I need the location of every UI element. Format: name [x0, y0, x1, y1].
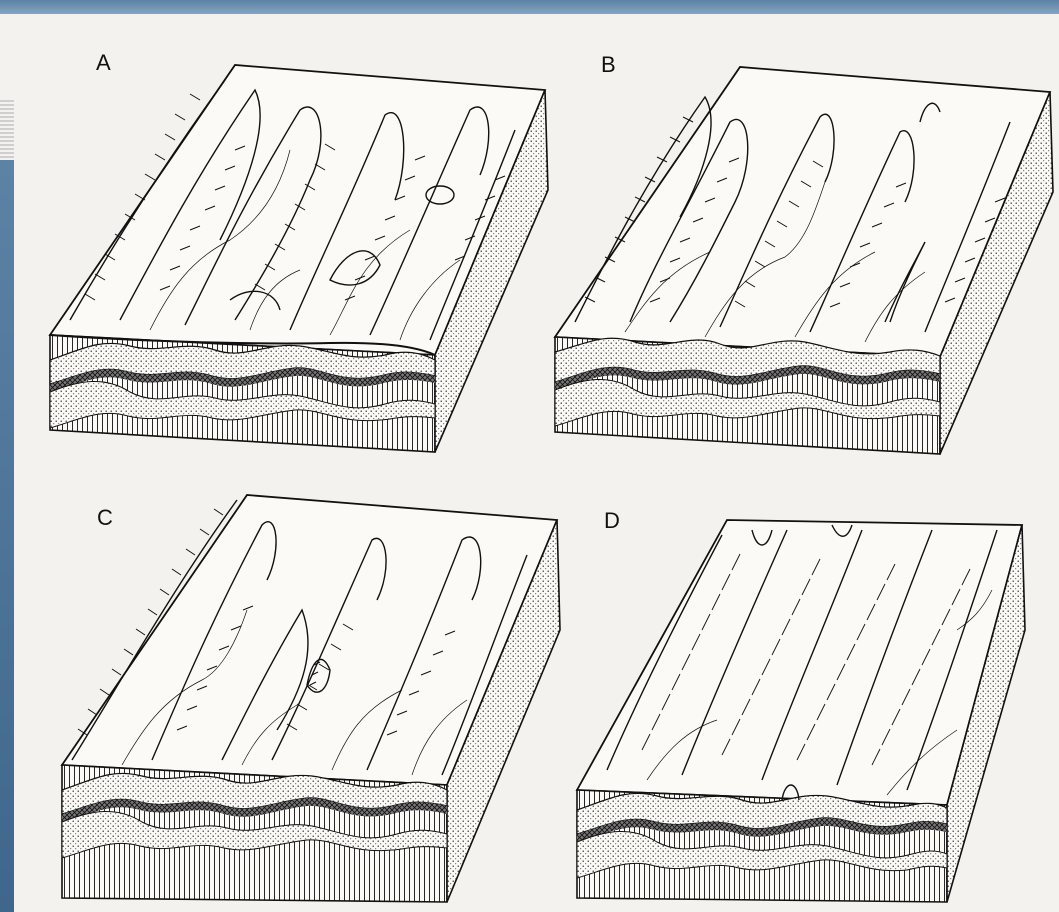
panel-d: D	[577, 508, 1025, 902]
panel-c-block	[62, 495, 560, 902]
panel-a-label: A	[96, 50, 111, 75]
panel-a-block	[50, 65, 548, 452]
panel-a: A	[50, 50, 548, 452]
panel-d-label: D	[604, 508, 620, 533]
panel-b-block	[555, 67, 1053, 454]
panel-b: B	[555, 52, 1053, 454]
panel-c-label: C	[97, 505, 113, 530]
panel-c: C	[62, 495, 560, 902]
panel-d-block	[577, 520, 1025, 902]
panel-b-label: B	[601, 52, 616, 77]
